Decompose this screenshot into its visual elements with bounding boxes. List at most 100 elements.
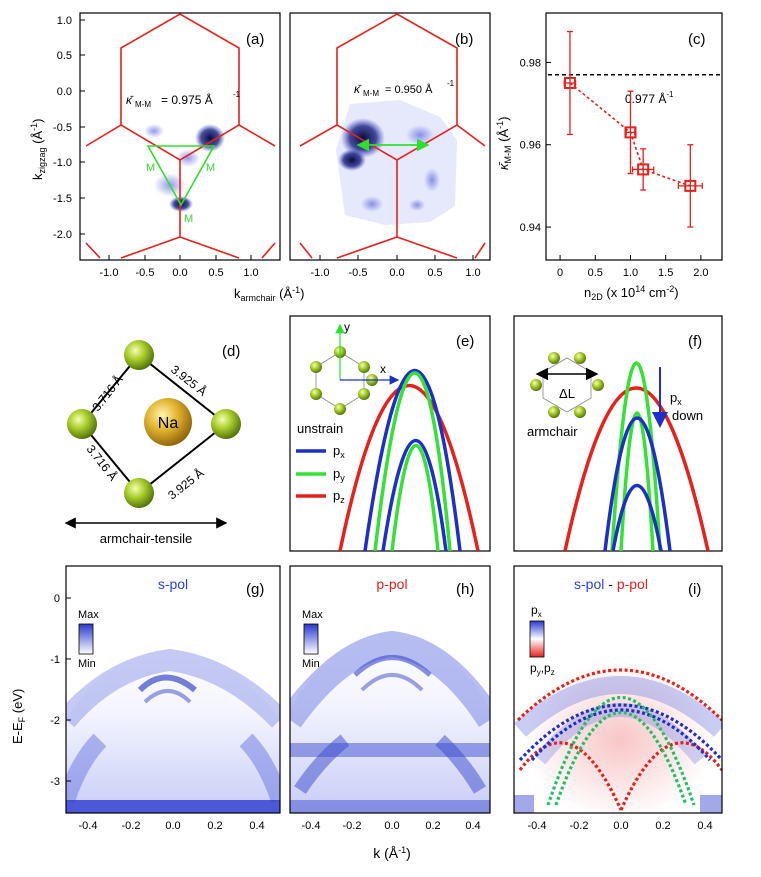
kzigzag-main: k [30,173,45,180]
panel-i: s-pol - p-pol (i) px py,pz -0.4 -0.2 0.0… [513,565,723,832]
legend-sub: z [340,495,345,505]
y-tick-label: 0 [54,593,60,605]
arpes-spot [361,196,383,212]
energy-tail: (eV) [10,689,25,717]
x-tick-label: 0 [557,267,563,279]
m-point-label: M [146,162,155,174]
xlabel-mid: cm [645,285,666,300]
kappa-symbol: κ̄ [354,82,362,96]
pz-band [338,384,480,551]
energy-main: E-E [10,722,25,744]
panel-a: M M M (a) κ̄ M-M = 0.975 Å -1 1.0 0.5 0.… [29,12,281,279]
x-tick-label: 0.5 [427,267,442,279]
m-point-label: M [184,213,193,225]
panel-label: (d) [222,343,240,360]
pz-band [563,386,710,551]
ylabel-sub: M-M [503,146,513,164]
y-tick-label: 0.96 [520,140,541,152]
x-tick-label: 0.4 [249,820,264,832]
title-p-pol: p-pol [617,576,648,592]
kappa-value: = 0.950 Å [385,83,433,96]
x-tick-label: 2.0 [693,267,708,279]
panel-label: (e) [456,333,474,350]
px-band [611,483,663,551]
h-x-axis: -0.4 -0.2 0.0 0.2 0.4 [302,820,481,832]
panel-i-frame [513,565,723,814]
px-band [381,438,448,551]
data-point [624,126,637,139]
energy-axis-label: E-EF (eV) [10,689,27,744]
y-tick-label: 0.0 [57,86,72,98]
arpes-spot [338,149,366,171]
cb-bot-p: p [530,661,537,675]
bond-length: 3.925 Å [168,362,210,399]
c-x-axis: 0 0.5 1.0 1.5 2.0 [557,267,709,279]
cb-top-p: p [531,603,538,617]
karmchair-axis-label: karmchair (Å-1) [234,285,305,303]
colorbar-max: Max [302,609,323,621]
pz-band-fit [619,741,722,811]
axis-y-label: y [344,320,350,334]
k-exp: -1 [398,845,406,855]
g-y-axis: 0 -1 -2 -3 [50,593,60,788]
legend-px: px [333,443,345,460]
atom [124,478,154,508]
kzigzag-close: ) [30,119,45,123]
brillouin-zone-lines [85,13,276,259]
a-x-axis: -1.0 -0.5 0.0 0.5 1.0 [100,267,259,279]
kappa-subscript: M-M [363,89,379,98]
x-tick-label: -0.2 [570,820,589,832]
y-tick-label: 0.5 [57,50,72,62]
kappa-annotation: κ̄ M-M = 0.950 Å -1 [354,79,455,98]
panel-h-frame [289,565,491,814]
y-tick-label: -1.0 [53,157,72,169]
panel-b: (b) κ̄ M-M = 0.950 Å -1 -1.0 -0.5 0.0 0.… [289,12,491,279]
xlabel-tail: (x 10 [603,285,636,300]
colorbar-top: px [531,603,542,619]
kzigzag-tail: (Å [30,131,45,148]
colorbar-min: Min [302,658,320,670]
svg-text:E-EF (eV): E-EF (eV) [10,689,27,744]
g-x-axis: -0.4 -0.2 0.0 0.2 0.4 [79,820,265,832]
kappa-exponent: -1 [233,90,241,99]
legend-p: p [333,466,340,481]
pz-band-fit [518,741,623,811]
panel-h: p-pol (h) Max Min -0.4 -0.2 0.0 0.2 0.4 [289,565,491,832]
panel-label: (c) [688,31,706,48]
x-tick-label: 0.5 [208,267,223,279]
x-tick-label: 0.0 [172,267,187,279]
c-data-layer [563,30,703,228]
x-tick-label: -0.4 [302,820,321,832]
x-tick-label: -1.0 [311,267,330,279]
panel-g: s-pol (g) Max Min 0 -1 -2 -3 -0.4 -0.2 0… [10,565,281,832]
y-tick-label: -0.5 [53,122,72,134]
colorbar-max: Max [78,609,99,621]
y-tick-label: -2.0 [53,229,72,241]
k-axis-label: k (Å-1) [373,845,411,861]
px-sub: x [677,397,682,407]
reference-label: 0.977 Å-1 [625,90,674,106]
karm-tail: (Å [276,286,293,301]
xlabel-sub: 2D [591,292,603,302]
y-tick-label: 0.98 [520,57,541,69]
py-band [373,371,452,551]
karm-close: ) [300,286,304,301]
ylabel-close: ) [496,117,511,121]
arpes-spot [406,125,434,145]
ylabel-main: κ̄ [496,162,511,171]
py-band-fit [546,696,696,806]
data-point [637,163,650,176]
kappa-value: = 0.975 Å [161,92,213,107]
strain-label: armchair-tensile [100,531,192,546]
title-sep: - [604,576,616,592]
panel-label: (b) [455,31,473,48]
panel-e: (e) y x unstrain px py pz [289,315,491,552]
legend-p: p [333,443,340,458]
panel-title: s-pol - p-pol [574,576,648,592]
bond-length: 3.925 Å [165,465,207,502]
pz-band-fit [516,668,722,722]
y-tick-label: 1.0 [57,15,72,27]
k-close: ) [406,845,411,861]
x-tick-label: 1.0 [243,267,258,279]
x-tick-label: 0.0 [165,820,180,832]
